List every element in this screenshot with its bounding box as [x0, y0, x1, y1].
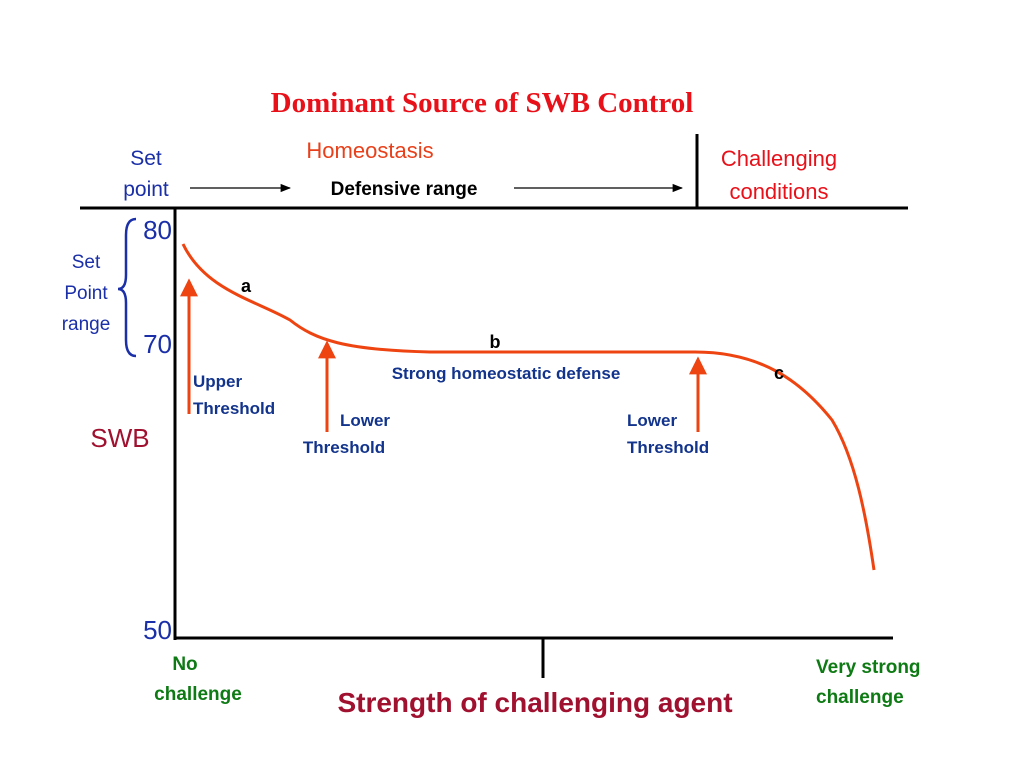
no-challenge-label-line1: No — [172, 654, 197, 675]
lower-threshold-1-label-line2: Threshold — [303, 438, 385, 457]
curve-label-b: b — [490, 332, 501, 352]
y-tick-80: 80 — [143, 215, 172, 245]
y-axis-title: SWB — [90, 423, 149, 453]
set-point-label-line2: point — [123, 178, 169, 201]
lower-threshold-2-label-line2: Threshold — [627, 438, 709, 457]
swb-curve — [181, 243, 876, 571]
upper-threshold-label-line2: Threshold — [193, 399, 275, 418]
diagram-title: Dominant Source of SWB Control — [271, 87, 694, 119]
curve-label-c: c — [774, 363, 784, 383]
y-tick-70: 70 — [143, 329, 172, 359]
no-challenge-label-line2: challenge — [154, 684, 242, 705]
lower-threshold-2-label-line1: Lower — [627, 411, 677, 430]
strong-homeostatic-defense-label: Strong homeostatic defense — [392, 364, 621, 383]
set-point-label-line1: Set — [130, 147, 162, 170]
set-point-range-line2: Point — [64, 283, 108, 304]
defensive-range-label: Defensive range — [331, 179, 478, 200]
lower-threshold-1-label-line1: Lower — [340, 411, 390, 430]
upper-threshold-label-line1: Upper — [193, 372, 243, 391]
x-axis-title: Strength of challenging agent — [337, 687, 732, 718]
set-point-range-line1: Set — [72, 252, 101, 273]
very-strong-challenge-label-line2: challenge — [816, 687, 904, 708]
homeostasis-label: Homeostasis — [306, 138, 433, 163]
set-point-range-line3: range — [62, 314, 111, 335]
curve-label-a: a — [241, 276, 252, 296]
challenging-label-line1: Challenging — [721, 146, 837, 171]
y-tick-50: 50 — [143, 615, 172, 645]
challenging-label-line2: conditions — [729, 179, 828, 204]
set-point-range-brace — [117, 217, 137, 358]
very-strong-challenge-label-line1: Very strong — [816, 657, 921, 678]
